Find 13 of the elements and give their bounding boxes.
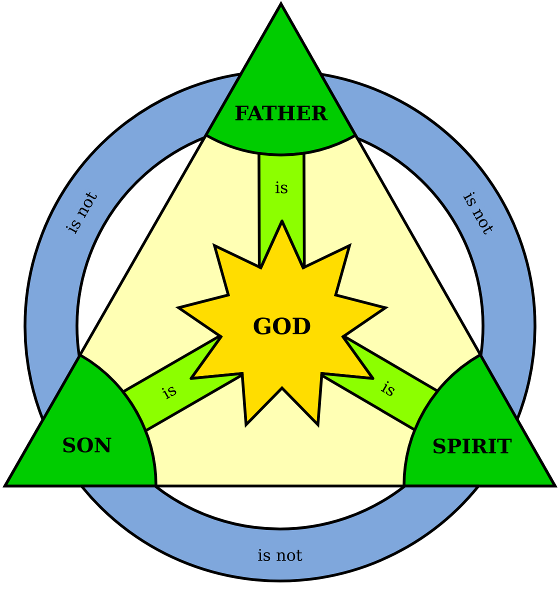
edge-label: is: [378, 378, 400, 400]
connector-bar: [320, 334, 439, 432]
ring-segment: [80, 484, 480, 582]
ring-segment: [320, 72, 536, 421]
corner-sector: FATHER: [204, 2, 358, 156]
ring-segment: [24, 72, 242, 422]
edge-label: is not: [460, 188, 498, 238]
connector-bar: [258, 152, 306, 270]
connector-bar: [122, 334, 244, 432]
corner-sector: SON: [4, 354, 158, 488]
edge-label: is not: [62, 188, 100, 237]
edge-label: is not: [256, 548, 304, 562]
edge-label: is: [158, 380, 180, 402]
